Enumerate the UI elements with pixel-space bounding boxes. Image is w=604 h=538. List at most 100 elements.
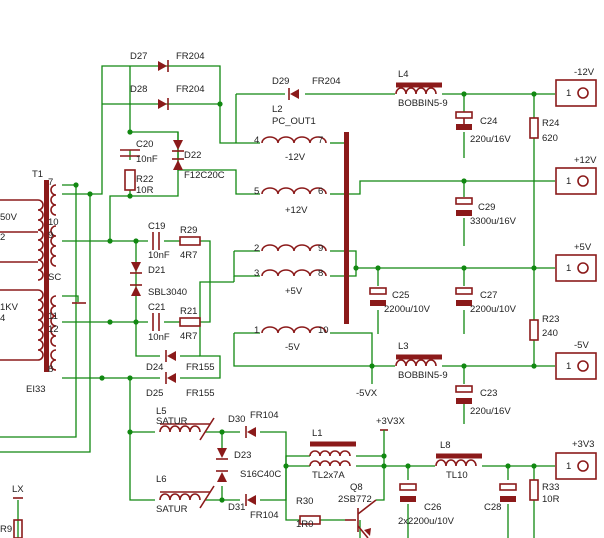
svg-text:SBL3040: SBL3040 [148, 287, 187, 298]
capacitor-c27: C27 2200u/10V [455, 287, 517, 315]
svg-text:TL2x7A: TL2x7A [312, 470, 345, 481]
svg-text:2x2200u/10V: 2x2200u/10V [398, 516, 455, 527]
l2-winding-p5v: +5V [285, 286, 303, 297]
l2-pin-10: 10 [318, 325, 329, 336]
capacitor-c24: C24 220u/16V [455, 111, 511, 145]
resistor-r29: R29 4R7 [179, 225, 201, 261]
svg-text:C25: C25 [392, 290, 409, 301]
svg-text:2200u/10V: 2200u/10V [384, 304, 431, 315]
capacitor-c29: C29 3300u/16V [455, 197, 517, 227]
svg-text:D22: D22 [184, 150, 201, 161]
svg-text:1: 1 [566, 461, 571, 472]
svg-text:C21: C21 [148, 302, 165, 313]
svg-text:FR104: FR104 [250, 410, 279, 421]
svg-text:D31: D31 [228, 502, 245, 513]
diode-d25: D25 FR155 [146, 372, 215, 399]
t1-ref: T1 [32, 169, 43, 180]
connector-m12v: 1 -12V [555, 67, 597, 107]
diode-d27: D27 FR204 [130, 51, 205, 72]
capacitor-c23: C23 220u/16V [455, 385, 511, 417]
connector-p12v: 1 +12V [555, 155, 597, 195]
svg-text:L1: L1 [312, 428, 323, 439]
t1-left-label-3: 1KV [0, 302, 19, 313]
svg-text:1R0: 1R0 [296, 519, 313, 530]
inductor-l3: L3 BOBBIN5-9 [395, 341, 448, 381]
inductor-l1: L1 TL2x7A [309, 428, 356, 481]
svg-text:R9: R9 [0, 524, 12, 535]
svg-text:220u/16V: 220u/16V [470, 134, 511, 145]
l2-value: PC_OUT1 [272, 116, 316, 127]
svg-text:-12V: -12V [574, 67, 595, 78]
svg-text:4R7: 4R7 [180, 250, 197, 261]
svg-text:FR204: FR204 [176, 84, 205, 95]
capacitor-c25: C25 2200u/10V [369, 287, 431, 315]
t1-left-label-4: 4 [0, 313, 5, 324]
svg-text:FR204: FR204 [176, 51, 205, 62]
transistor-q8: Q8 2SB772 [338, 482, 377, 538]
svg-text:+3V3: +3V3 [572, 439, 594, 450]
connector-p5v: 1 +5V [555, 242, 597, 282]
svg-text:SATUR: SATUR [156, 504, 188, 515]
svg-text:2200u/10V: 2200u/10V [470, 304, 517, 315]
svg-text:10R: 10R [136, 185, 154, 196]
svg-text:L4: L4 [398, 69, 409, 80]
resistor-r30: R30 1R0 [296, 496, 321, 530]
l2-ref: L2 [272, 104, 283, 115]
svg-text:C20: C20 [136, 139, 153, 150]
svg-text:D30: D30 [228, 414, 245, 425]
svg-text:FR204: FR204 [312, 76, 341, 87]
svg-text:10nF: 10nF [148, 250, 170, 261]
capacitor-c26: C26 2x2200u/10V [398, 483, 455, 527]
capacitor-c19: C19 10nF [148, 221, 170, 261]
diode-d28: D28 FR204 [130, 84, 205, 110]
l2-pin-3: 3 [254, 268, 259, 279]
diode-d31: D31 FR104 [228, 494, 279, 521]
inductor-l5: L5 SATUR [156, 406, 215, 441]
net-m5vx: -5VX [356, 388, 378, 399]
svg-text:R23: R23 [542, 314, 559, 325]
svg-text:R30: R30 [296, 496, 313, 507]
capacitor-c20: C20 10nF [120, 139, 158, 165]
svg-text:FR155: FR155 [186, 388, 215, 399]
svg-text:C28: C28 [484, 502, 501, 513]
svg-text:C23: C23 [480, 388, 497, 399]
svg-text:R22: R22 [136, 174, 153, 185]
svg-text:L5: L5 [156, 406, 167, 417]
t1-pin-11: 11 [48, 311, 58, 322]
t1-pin-10: 10 [48, 217, 59, 228]
svg-text:D21: D21 [148, 265, 165, 276]
l2-pin-1: 1 [254, 325, 259, 336]
t1-pin-9: 9 [48, 230, 53, 241]
l2-winding-m12v: -12V [285, 152, 306, 163]
resistor-r33: R33 10R [529, 479, 560, 505]
svg-text:C19: C19 [148, 221, 165, 232]
svg-text:1: 1 [566, 263, 571, 274]
t1-pin-7: 7 [48, 177, 53, 188]
diode-d29: D29 FR204 [272, 76, 341, 100]
svg-text:R29: R29 [180, 225, 197, 236]
svg-text:C24: C24 [480, 116, 497, 127]
svg-text:620: 620 [542, 133, 558, 144]
svg-text:L6: L6 [156, 474, 167, 485]
svg-text:10nF: 10nF [136, 154, 158, 165]
l2-winding-m5v: -5V [285, 342, 300, 353]
svg-text:D23: D23 [234, 450, 251, 461]
svg-text:C29: C29 [478, 202, 495, 213]
inductor-l8: L8 TL10 [435, 440, 482, 481]
capacitor-c21: C21 10nF [148, 302, 170, 343]
svg-text:FR104: FR104 [250, 510, 279, 521]
l2-pin-8: 8 [318, 268, 323, 279]
t1-pin-12: 12 [48, 324, 59, 335]
svg-text:240: 240 [542, 328, 558, 339]
svg-text:1: 1 [566, 176, 571, 187]
net-p3v3x: +3V3X [376, 416, 405, 427]
inductor-l4: L4 BOBBIN5-9 [395, 69, 448, 109]
svg-text:C27: C27 [480, 290, 497, 301]
svg-text:BOBBIN5-9: BOBBIN5-9 [398, 98, 448, 109]
svg-text:D28: D28 [130, 84, 147, 95]
svg-text:D25: D25 [146, 388, 163, 399]
svg-text:+5V: +5V [574, 242, 592, 253]
svg-text:TL10: TL10 [446, 470, 468, 481]
l2-pin-7: 7 [318, 135, 323, 146]
